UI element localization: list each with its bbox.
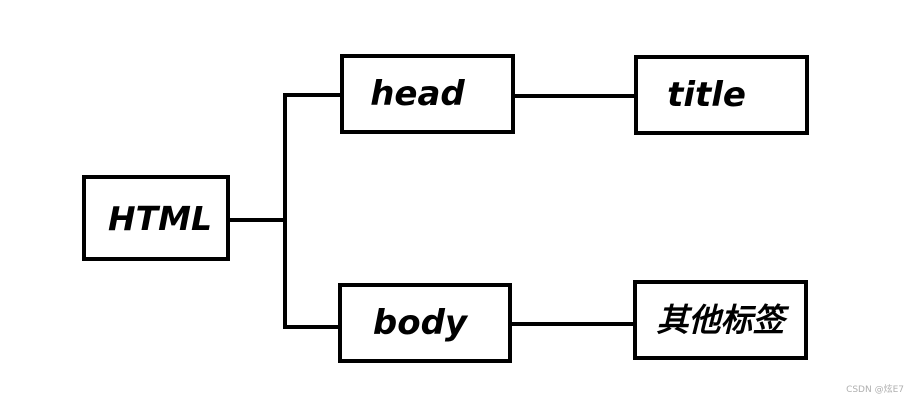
node-body: body xyxy=(338,283,512,363)
node-other-tags: 其他标签 xyxy=(633,280,808,360)
node-other-tags-label: 其他标签 xyxy=(656,301,785,339)
watermark: CSDN @炫E7 xyxy=(846,385,904,395)
node-title: title xyxy=(634,55,809,135)
node-head-label: head xyxy=(370,74,465,114)
node-head: head xyxy=(340,54,515,134)
node-html-label: HTML xyxy=(108,198,212,238)
node-body-label: body xyxy=(372,303,468,343)
node-html: HTML xyxy=(82,175,230,261)
node-title-label: title xyxy=(667,75,746,115)
